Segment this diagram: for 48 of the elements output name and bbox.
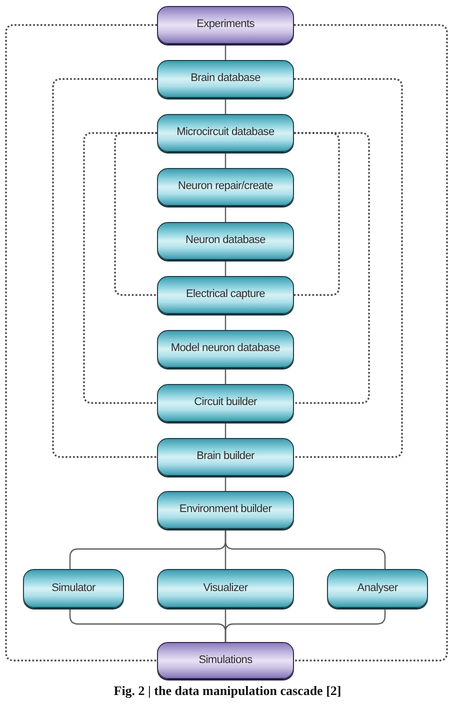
process-box — [157, 222, 294, 260]
step-label: Brain database — [190, 72, 260, 86]
dotted-connector — [294, 132, 340, 296]
connector-line — [224, 152, 226, 168]
process-box — [157, 60, 294, 98]
step-label: Analyser — [357, 582, 398, 596]
process-box — [157, 114, 294, 152]
process-box — [157, 491, 294, 529]
connector-line — [224, 529, 386, 569]
step-label: Visualizer — [203, 582, 248, 596]
process-box — [23, 569, 124, 608]
connector-line — [224, 260, 226, 276]
step-label: Simulations — [198, 654, 252, 668]
step-label: Environment builder — [179, 503, 272, 517]
process-box — [157, 330, 294, 368]
connector-line — [224, 98, 226, 114]
process-box — [157, 569, 294, 608]
dotted-connector — [52, 78, 157, 458]
process-box — [157, 438, 294, 476]
process-box — [157, 168, 294, 206]
step-label: Microcircuit database — [176, 126, 274, 140]
dotted-connector — [294, 78, 403, 458]
connector-line — [224, 314, 226, 330]
dotted-connector — [294, 132, 370, 404]
step-label: Neuron database — [186, 234, 266, 248]
dotted-connector — [294, 24, 448, 662]
dotted-connector — [83, 132, 157, 404]
figure-caption: Fig. 2 | the data manipulation cascade [2] — [114, 683, 342, 698]
connector-line — [224, 206, 226, 222]
connector-line — [224, 44, 226, 60]
terminal-box — [157, 6, 294, 44]
connector-line — [224, 368, 226, 384]
step-label: Experiments — [196, 18, 254, 32]
process-box — [157, 276, 294, 314]
terminal-box — [157, 642, 294, 679]
step-label: Simulator — [52, 582, 96, 596]
step-label: Electrical capture — [186, 288, 265, 302]
step-label: Circuit builder — [194, 396, 257, 410]
dotted-connector — [5, 24, 157, 662]
connector-line — [224, 422, 226, 438]
connector-line — [224, 608, 386, 642]
step-label: Brain builder — [196, 450, 254, 464]
process-box — [327, 569, 428, 608]
step-label: Model neuron database — [170, 342, 280, 356]
dotted-connector — [114, 132, 157, 296]
connector-line — [224, 476, 226, 491]
process-box — [157, 384, 294, 422]
step-label: Neuron repair/create — [178, 180, 273, 194]
